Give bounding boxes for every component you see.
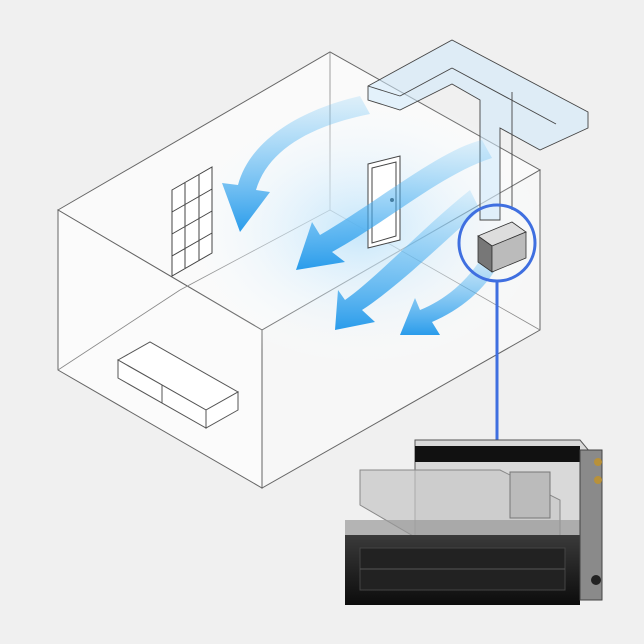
sofa <box>116 341 240 429</box>
air-duct <box>367 39 589 221</box>
indoor-unit-small <box>477 221 527 273</box>
window <box>171 166 213 277</box>
airflow-arrow <box>335 190 480 330</box>
ducted-ac-unit <box>345 439 603 605</box>
airflow-arrow <box>400 250 500 335</box>
airflow-arrows <box>222 96 500 335</box>
airflow-arrow <box>222 96 370 232</box>
airflow-arrow <box>296 140 492 270</box>
